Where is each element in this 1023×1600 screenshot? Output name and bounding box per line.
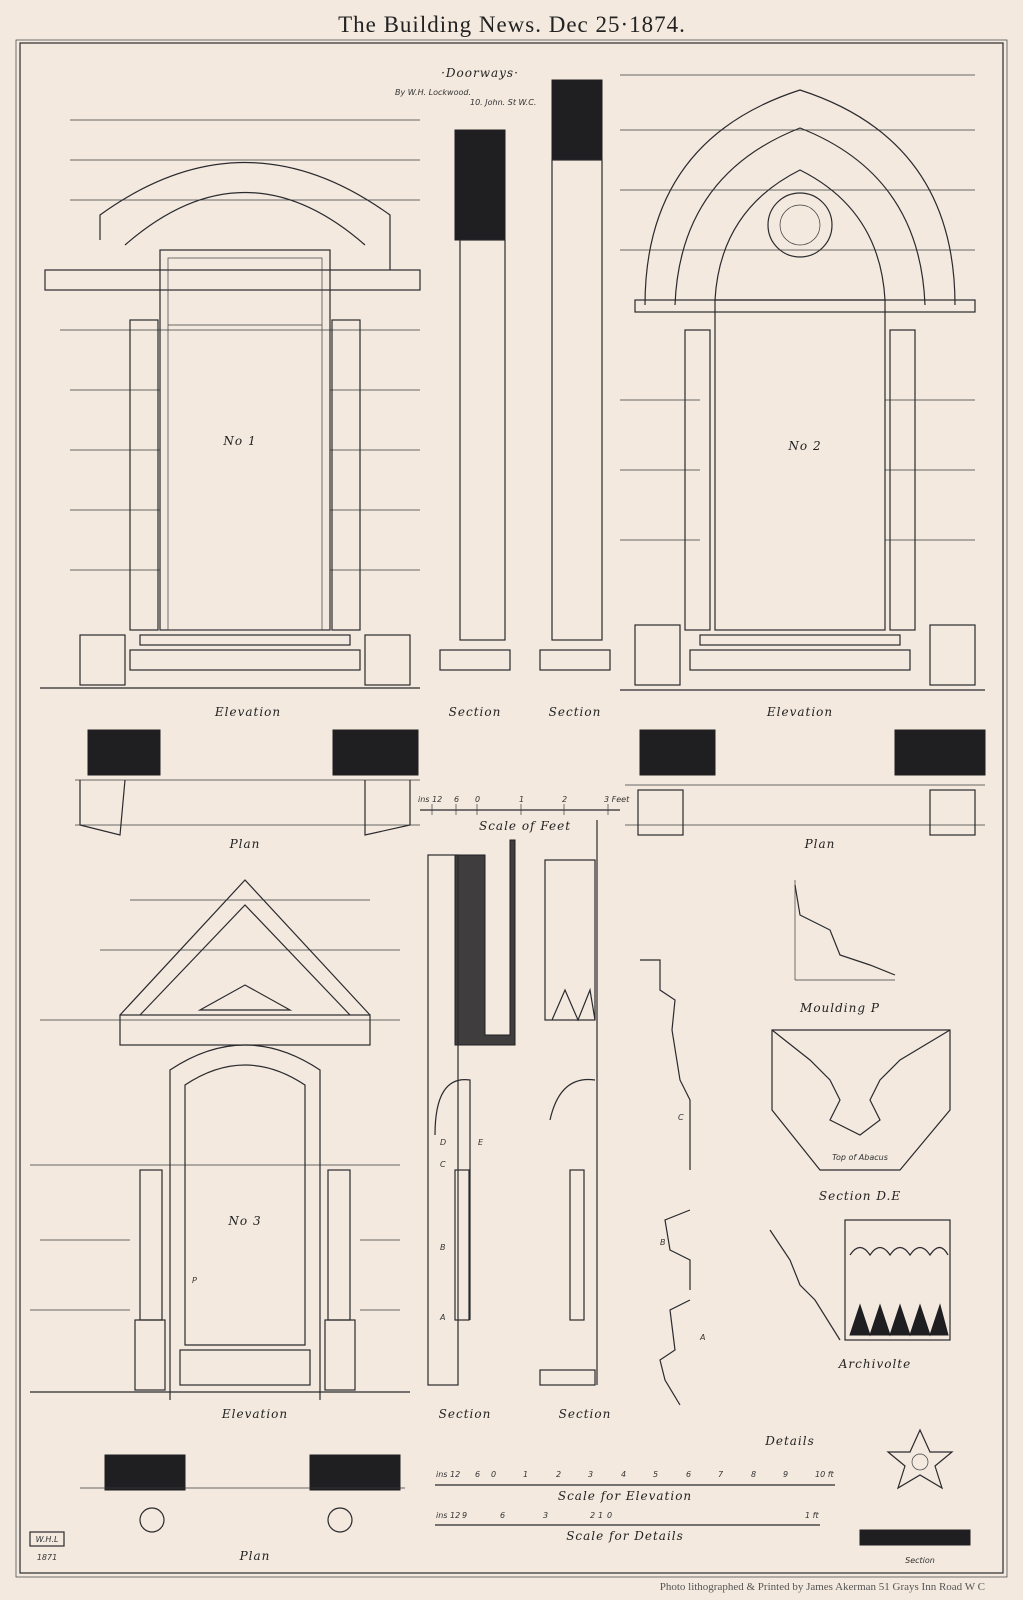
- scale-tick: 0: [607, 1511, 612, 1520]
- doorway-2-elevation-label: Elevation: [766, 705, 833, 719]
- scale-tick: ins 12: [436, 1511, 460, 1520]
- plate-border-outer: [15, 39, 1008, 1578]
- top-of-abacus-label: Top of Abacus: [832, 1153, 888, 1162]
- printer-credit: Photo lithographed & Printed by James Ak…: [660, 1581, 985, 1593]
- doorway-3-section-b: [539, 820, 598, 1386]
- doorway-2-section-label: Section: [549, 705, 602, 719]
- scale-tick: 6: [500, 1511, 505, 1520]
- scale-for-details: ins 12 9 6 3 2 1 0 1 ft Scale for Detail…: [435, 1511, 820, 1543]
- letter-a: A: [439, 1313, 445, 1322]
- scale-tick: 1: [523, 1470, 528, 1479]
- scale-tick: 3 Feet: [604, 795, 630, 804]
- doorway-1-plan-label: Plan: [229, 837, 261, 851]
- scale-tick: 7: [718, 1470, 724, 1479]
- detail-mouldings-abc: C B A: [640, 959, 705, 1406]
- scale-tick: 6: [475, 1470, 480, 1479]
- moulding-p: Moulding P: [794, 880, 896, 1015]
- scale-for-elevation: ins 12 6 0 1 2 3 4 5 6 7 8 9 10 ft Scale…: [435, 1470, 835, 1503]
- rosette-section-label: Section: [905, 1556, 935, 1565]
- monogram-year: 1871: [37, 1553, 57, 1562]
- scale-tick: 9: [783, 1470, 788, 1479]
- doorway-2-section: [539, 79, 611, 671]
- scale-tick: 5: [653, 1470, 658, 1479]
- scale-tick: 1: [598, 1511, 603, 1520]
- scale-tick: 3: [588, 1470, 593, 1479]
- doorway-1-number: No 1: [222, 434, 256, 448]
- plate-title: ·Doorways·: [441, 66, 519, 80]
- scale-tick: 2: [556, 1470, 561, 1479]
- plate-author: By W.H. Lockwood.: [395, 88, 471, 97]
- scale-tick: 4: [621, 1470, 626, 1479]
- rosette: Section: [859, 1428, 971, 1565]
- doorway-3-section-a: D E C B A: [427, 839, 516, 1386]
- scale-tick: 6: [686, 1470, 691, 1479]
- doorway-1-elevation: No 1: [40, 119, 421, 689]
- scale-for-elevation-label: Scale for Elevation: [558, 1489, 692, 1503]
- letter-b: B: [440, 1243, 446, 1252]
- doorway-2-plan-label: Plan: [804, 837, 836, 851]
- scale-tick: 2: [562, 795, 567, 804]
- letter-c: C: [440, 1160, 446, 1169]
- moulding-p-label: Moulding P: [799, 1001, 880, 1015]
- plate-address: 10. John. St W.C.: [470, 98, 536, 107]
- scale-tick: 1 ft: [805, 1511, 819, 1520]
- letter-p: P: [192, 1276, 197, 1285]
- doorway-3-number: No 3: [227, 1214, 261, 1228]
- archivolte: Archivolte: [769, 1219, 951, 1371]
- letter-d: D: [440, 1138, 446, 1147]
- doorway-3-plan-label: Plan: [239, 1549, 271, 1563]
- doorway-3-elevation: No 3 P: [30, 879, 410, 1400]
- doorway-1-plan: [75, 729, 420, 836]
- doorway-1-elevation-label: Elevation: [214, 705, 281, 719]
- doorway-3-plan: [80, 1454, 405, 1533]
- scale-tick: 9: [462, 1511, 467, 1520]
- archivolte-label: Archivolte: [838, 1357, 911, 1371]
- header-title: The Building News. Dec 25·1874.: [338, 12, 686, 37]
- scale-tick: 1: [519, 795, 524, 804]
- doorway-2-plan: [625, 729, 986, 836]
- scale-tick: 0: [491, 1470, 496, 1479]
- doorway-1-section: [439, 129, 511, 671]
- plate-border: [19, 42, 1004, 1574]
- scale-tick: ins 12: [418, 795, 442, 804]
- doorway-3-elevation-label: Elevation: [221, 1407, 288, 1421]
- details-label: Details: [764, 1434, 815, 1448]
- doorway-1-section-label: Section: [449, 705, 502, 719]
- letter-e: E: [478, 1138, 484, 1147]
- monogram-text: W.H.L: [36, 1535, 59, 1544]
- scale-tick: 3: [543, 1511, 548, 1520]
- scale-of-feet-label: Scale of Feet: [479, 819, 571, 833]
- scale-tick: 8: [751, 1470, 756, 1479]
- section-de-label: Section D.E: [819, 1189, 901, 1203]
- doorway-3-section-label-2: Section: [559, 1407, 612, 1421]
- doorway-2-number: No 2: [787, 439, 821, 453]
- scale-tick: 10 ft: [815, 1470, 835, 1479]
- scale-tick: 0: [475, 795, 480, 804]
- scale-tick: 2: [590, 1511, 595, 1520]
- scale-of-feet: ins 12 6 0 1 2 3 Feet Scale of Feet: [418, 795, 630, 833]
- scale-tick: ins 12: [436, 1470, 460, 1479]
- doorway-3-section-label-1: Section: [439, 1407, 492, 1421]
- doorway-2-elevation: No 2: [620, 74, 985, 691]
- monogram: W.H.L 1871: [29, 1531, 65, 1562]
- scale-tick: 6: [454, 795, 459, 804]
- letter-c: C: [678, 1113, 684, 1122]
- letter-a: A: [699, 1333, 705, 1342]
- letter-b: B: [660, 1238, 666, 1247]
- scale-for-details-label: Scale for Details: [566, 1529, 684, 1543]
- section-de: Top of Abacus Section D.E: [771, 1029, 951, 1203]
